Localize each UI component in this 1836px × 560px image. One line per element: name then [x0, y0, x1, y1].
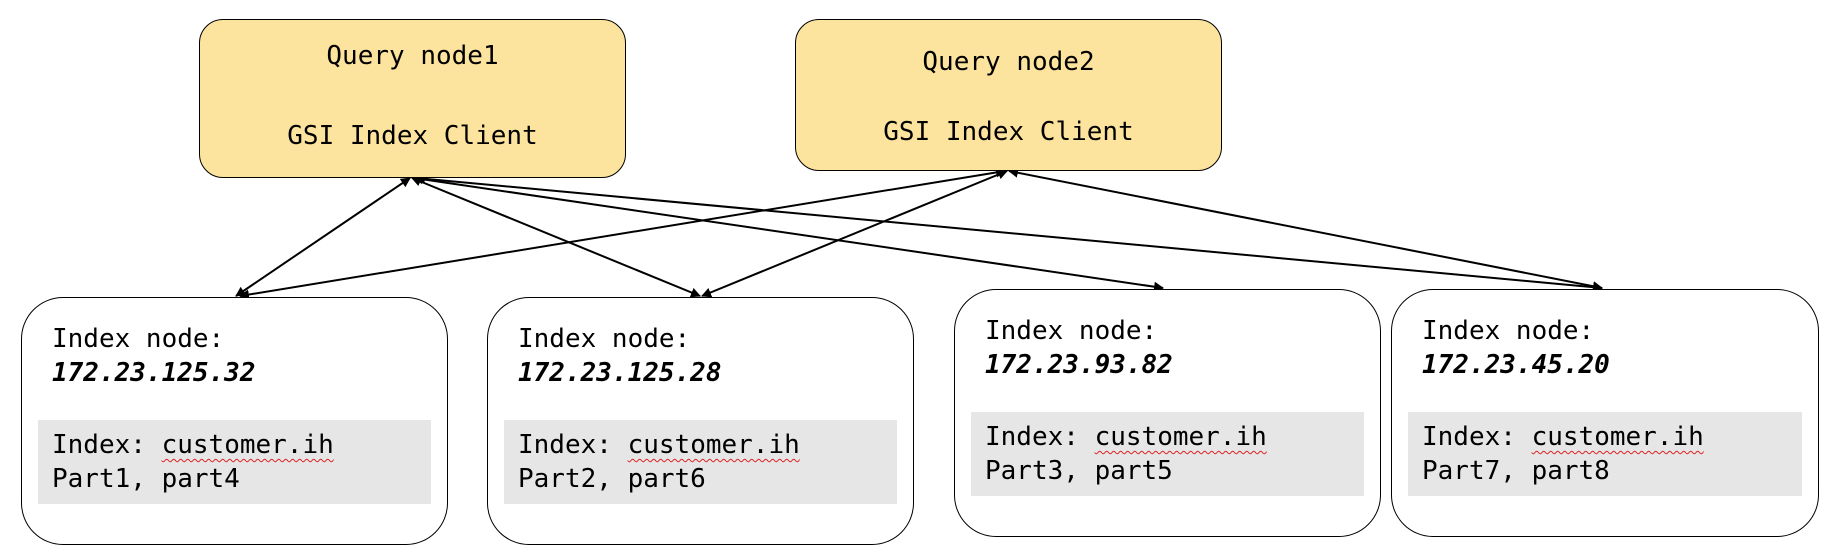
query-node-2[interactable]: Query node2 GSI Index Client — [795, 19, 1222, 171]
query-node-client: GSI Index Client — [287, 121, 538, 151]
link-query-node2-to-index-node-4 — [1008, 167, 1603, 292]
link-query-node1-to-index-node-1 — [235, 177, 411, 297]
index-node-ip: 172.23.45.20 — [1422, 350, 1610, 380]
index-node-1[interactable]: Index node: 172.23.125.32 Index: custome… — [21, 297, 448, 545]
index-partitions: Part2, part6 — [518, 464, 706, 494]
index-name-line: Index: customer.ih — [52, 428, 334, 462]
index-node-label: Index node: — [52, 324, 225, 354]
index-node-ip: 172.23.93.82 — [985, 350, 1173, 380]
index-node-label: Index node: — [518, 324, 691, 354]
index-node-ip: 172.23.125.32 — [52, 358, 256, 388]
index-prefix: Index: — [518, 430, 628, 460]
index-prefix: Index: — [985, 422, 1095, 452]
link-query-node2-to-index-node-1 — [239, 167, 1006, 300]
index-node-4[interactable]: Index node: 172.23.45.20 Index: customer… — [1391, 289, 1819, 537]
index-prefix: Index: — [1422, 422, 1532, 452]
link-query-node1-to-index-node-2 — [411, 176, 701, 298]
index-partitions: Part7, part8 — [1422, 456, 1610, 486]
index-node-ip: 172.23.125.28 — [518, 358, 722, 388]
query-node-1[interactable]: Query node1 GSI Index Client — [199, 19, 626, 178]
index-name: customer.ih — [161, 430, 334, 460]
index-partitions: Part1, part4 — [52, 464, 240, 494]
link-query-node1-to-index-node-4 — [415, 173, 1603, 293]
index-name-line: Index: customer.ih — [1422, 420, 1704, 454]
index-name: customer.ih — [1094, 422, 1267, 452]
index-name-line: Index: customer.ih — [985, 420, 1267, 454]
query-node-title: Query node2 — [922, 47, 1095, 77]
link-query-node1-to-index-node-3 — [413, 174, 1164, 292]
index-node-3[interactable]: Index node: 172.23.93.82 Index: customer… — [954, 289, 1381, 537]
index-node-2[interactable]: Index node: 172.23.125.28 Index: custome… — [487, 297, 914, 545]
index-name: customer.ih — [627, 430, 800, 460]
index-name: customer.ih — [1531, 422, 1704, 452]
index-info-box: Index: customer.ih Part3, part5 — [971, 412, 1364, 496]
index-info-box: Index: customer.ih Part1, part4 — [38, 420, 431, 504]
query-node-title: Query node1 — [326, 41, 499, 71]
query-node-client: GSI Index Client — [883, 117, 1134, 147]
index-name-line: Index: customer.ih — [518, 428, 800, 462]
link-query-node2-to-index-node-2 — [701, 169, 1008, 298]
index-node-label: Index node: — [985, 316, 1158, 346]
index-partitions: Part3, part5 — [985, 456, 1173, 486]
index-prefix: Index: — [52, 430, 162, 460]
index-info-box: Index: customer.ih Part2, part6 — [504, 420, 897, 504]
index-info-box: Index: customer.ih Part7, part8 — [1408, 412, 1802, 496]
index-node-label: Index node: — [1422, 316, 1595, 346]
